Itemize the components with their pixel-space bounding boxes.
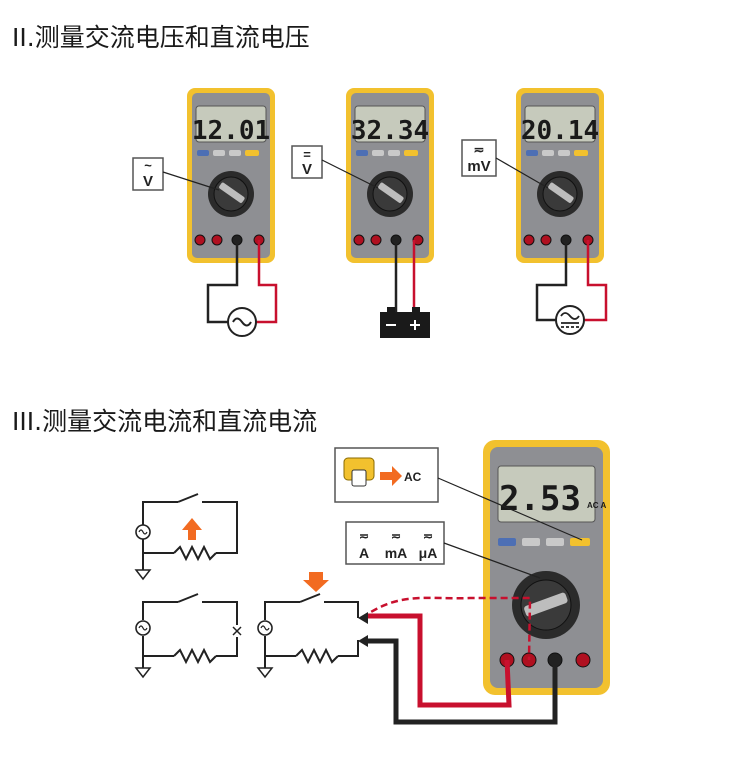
section-title-voltage: II.测量交流电压和直流电压 xyxy=(12,23,310,52)
ac-source-icon xyxy=(227,307,257,337)
meter-1-reading: 12.01 xyxy=(192,116,270,146)
meter-2-reading: 32.34 xyxy=(351,116,429,146)
svg-text:V: V xyxy=(302,161,312,178)
red-lead-dashed xyxy=(361,596,532,661)
large-meter-reading: 2.53 xyxy=(499,479,581,519)
battery-icon xyxy=(380,307,430,338)
svg-text:A: A xyxy=(359,545,369,561)
svg-text:μA: μA xyxy=(419,545,438,561)
svg-text:mV: mV xyxy=(467,158,490,175)
black-lead xyxy=(368,638,558,725)
arrow-up-icon xyxy=(182,518,202,540)
multimeter-large: 2.53 AC A xyxy=(483,440,610,695)
ac-label: AC xyxy=(404,470,422,484)
svg-text:≂: ≂ xyxy=(391,529,401,543)
current-mode-callout: ≂ A ≂ mA ≂ μA xyxy=(345,521,445,565)
multimeter-2: 32.34 xyxy=(345,87,435,264)
svg-text:V: V xyxy=(143,173,153,190)
circuit-closed xyxy=(134,493,238,581)
meter-3-reading: 20.14 xyxy=(521,116,599,146)
mode-label-dc-volts: = V xyxy=(291,145,323,179)
ac-source-icon-2 xyxy=(555,305,585,335)
section-title-current: III.测量交流电流和直流电流 xyxy=(12,407,318,436)
circuit-broken xyxy=(134,593,242,679)
svg-text:≂: ≂ xyxy=(423,529,433,543)
mode-label-ac-volts: ~ V xyxy=(132,157,164,191)
svg-text:mA: mA xyxy=(385,545,408,561)
svg-text:≂: ≂ xyxy=(359,529,369,543)
mode-symbol-dc: = xyxy=(303,147,311,162)
ac-button-callout: AC xyxy=(334,447,439,503)
arrow-right-icon xyxy=(380,466,402,486)
red-lead xyxy=(368,613,512,708)
mode-label-ac-millivolts: ≂ mV xyxy=(461,139,497,177)
large-meter-unit: AC A xyxy=(587,501,606,510)
multimeter-1: 12.01 xyxy=(186,87,276,264)
multimeter-3: 20.14 xyxy=(515,87,605,264)
arrow-down-icon xyxy=(303,572,329,592)
mode-symbol-acdc: ≂ xyxy=(474,142,485,157)
circuit-measured xyxy=(256,572,359,679)
mode-symbol-ac: ~ xyxy=(144,158,152,173)
